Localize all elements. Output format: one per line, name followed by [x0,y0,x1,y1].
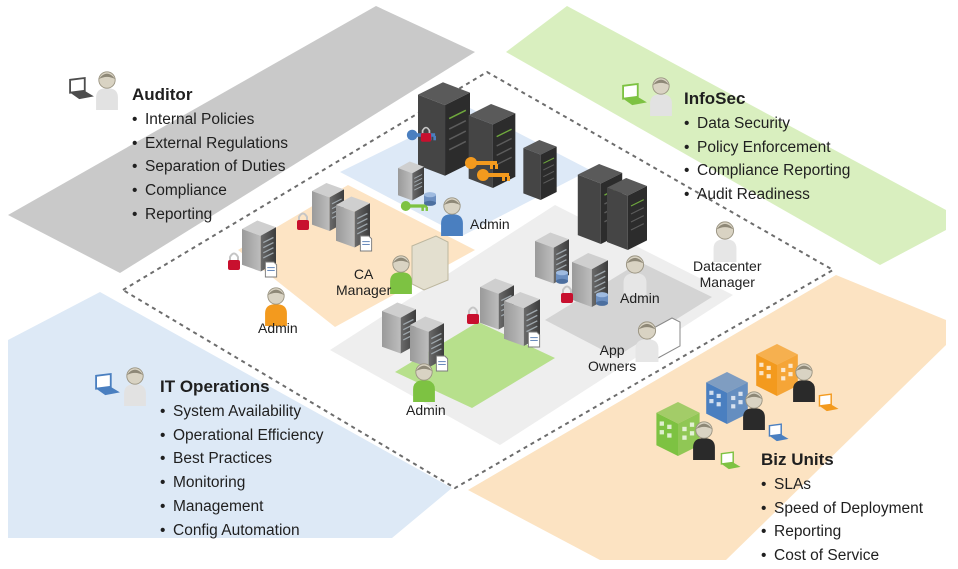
document-icon [264,261,278,278]
document-icon [435,355,449,372]
itops-group: IT Operations System AvailabilityOperati… [160,377,324,542]
admin-person-icon [440,197,464,237]
rack-icon [606,177,648,251]
app-owners-person-icon [635,321,659,363]
list-item: Policy Enforcement [684,136,850,160]
auditor-person-icon [95,71,119,111]
datacenter-manager-label: Datacenter Manager [693,258,762,290]
list-item: Speed of Deployment [761,497,923,521]
list-item: Best Practices [160,447,324,471]
list-item: Separation of Duties [132,155,288,179]
itops-title: IT Operations [160,377,270,396]
admin-blue-label: Admin [470,216,510,232]
infosec-group: InfoSec Data SecurityPolicy EnforcementC… [684,89,850,207]
datacenter-boundary [121,70,836,490]
list-item: Audit Readiness [684,183,850,207]
business-person-icon [692,421,716,461]
auditor-title: Auditor [132,85,193,104]
disk-icon [596,292,608,306]
infosec-list: Data SecurityPolicy EnforcementComplianc… [684,112,850,207]
ca-manager-person-icon [389,255,413,295]
itops-person-icon [123,367,147,407]
document-icon [359,235,373,252]
server-icon [397,160,425,202]
list-item: Monitoring [160,471,324,495]
list-item: Operational Efficiency [160,424,324,448]
app-owners-label: App Owners [588,342,637,374]
lock-icon [227,252,241,271]
infosec-person-icon [649,77,673,117]
list-item: Compliance Reporting [684,159,850,183]
infosec-title: InfoSec [684,89,746,108]
list-item: External Regulations [132,132,288,156]
green-zone [395,322,555,408]
list-item: Reporting [132,203,288,227]
biz-group: Biz Units SLAsSpeed of DeploymentReporti… [761,450,923,568]
admin-person-icon [412,363,436,403]
list-item: Config Automation [160,519,324,543]
biz-region [468,275,946,560]
orange-zone [238,185,475,327]
auditor-group: Auditor Internal PoliciesExternal Regula… [132,85,288,227]
auditor-laptop-icon [69,77,95,101]
business-person-icon [742,391,766,431]
list-item: Management [160,495,324,519]
admin-gray-label: Admin [620,290,660,306]
rack-icon [417,81,471,177]
itops-list: System AvailabilityOperational Efficienc… [160,400,324,542]
list-item: Internal Policies [132,108,288,132]
rack-icon [522,139,558,201]
disk-icon [424,192,436,206]
disk-icon [556,270,568,284]
list-item: System Availability [160,400,324,424]
auditor-list: Internal PoliciesExternal RegulationsSep… [132,108,288,227]
document-icon [527,331,541,348]
list-item: Compliance [132,179,288,203]
biz-list: SLAsSpeed of DeploymentReportingCost of … [761,473,923,568]
list-item: Data Security [684,112,850,136]
datacenter-manager-icon [713,221,737,263]
ca-manager-label: CA Manager [336,266,392,298]
list-item: Reporting [761,520,923,544]
certificate-authority-icon [411,235,449,291]
building-icon [756,344,798,396]
building-icon [706,372,748,424]
biz-title: Biz Units [761,450,834,469]
admin-orange-label: Admin [258,320,298,336]
list-item: SLAs [761,473,923,497]
gray-zone [545,262,712,357]
list-item: Cost of Service [761,544,923,568]
business-person-icon [792,363,816,403]
admin-green-label: Admin [406,402,446,418]
